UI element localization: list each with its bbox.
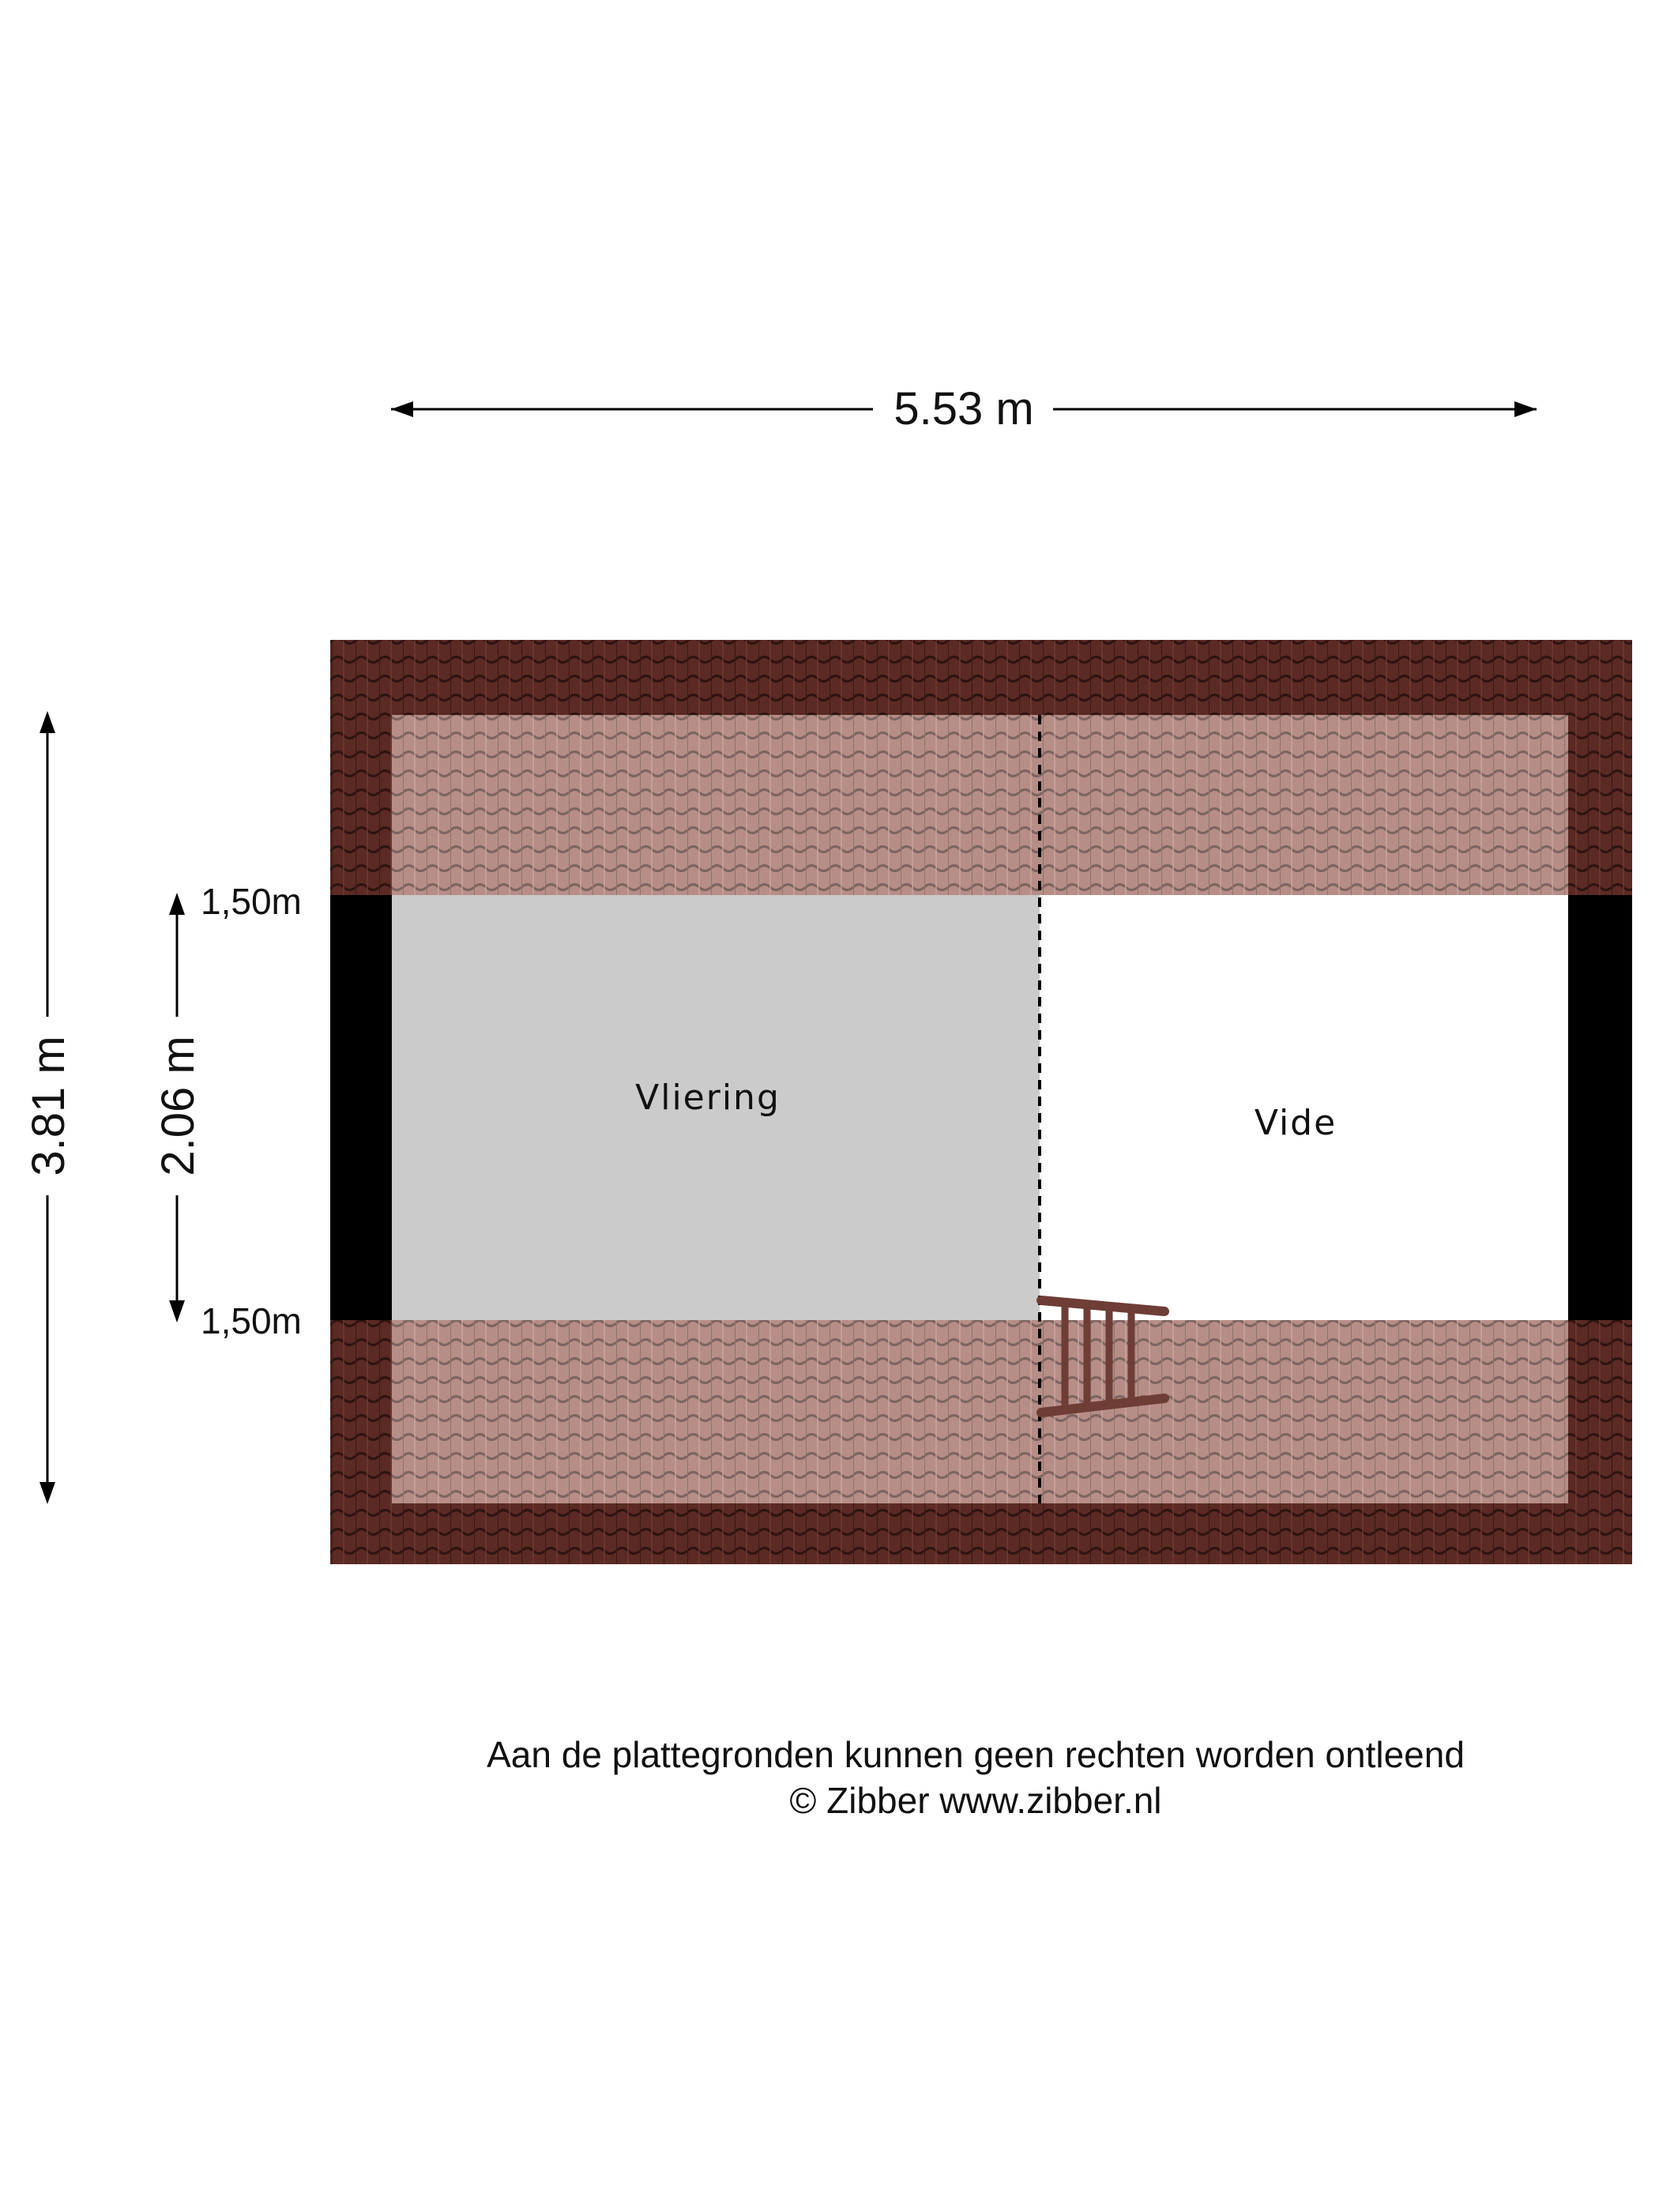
height-inner-dimension: 2.06 m [152, 893, 204, 1322]
roof-slope-bottom [392, 1320, 1568, 1503]
ladder-icon [1036, 1296, 1169, 1417]
knee-height-top-label: 1,50m [201, 881, 302, 922]
vide-floor [1040, 895, 1568, 1320]
room-label-vide: Vide [1255, 1103, 1337, 1143]
room-label-vliering: Vliering [635, 1078, 781, 1118]
roof-slope-top [392, 715, 1568, 895]
width-dimension-label: 5.53 m [893, 383, 1033, 434]
knee-height-bottom-label: 1,50m [201, 1300, 302, 1341]
copyright-text: © Zibber www.zibber.nl [789, 1780, 1162, 1821]
height-total-dimension: 3.81 m [23, 711, 74, 1504]
vliering-floor [392, 895, 1040, 1320]
height-inner-label: 2.06 m [152, 1036, 204, 1176]
width-dimension: 5.53 m [391, 383, 1537, 434]
height-total-label: 3.81 m [23, 1036, 74, 1176]
wall-right [1568, 895, 1632, 1320]
disclaimer-text: Aan de plattegronden kunnen geen rechten… [487, 1734, 1465, 1775]
wall-left [330, 895, 392, 1320]
footer-disclaimer: Aan de plattegronden kunnen geen rechten… [411, 1732, 1540, 1823]
